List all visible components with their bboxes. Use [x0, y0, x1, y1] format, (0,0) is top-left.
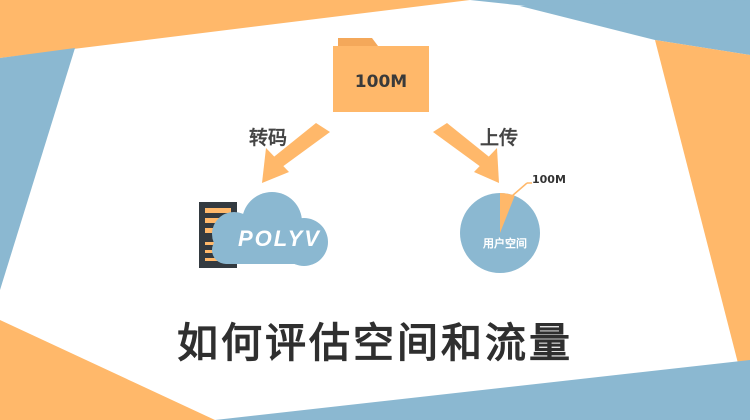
folder-size-label: 100M: [354, 72, 408, 92]
arrow-label-transcode: 转码: [249, 127, 288, 149]
pie-center-label: 用户空间: [483, 237, 527, 250]
arrow-label-upload: 上传: [480, 127, 519, 149]
folder-icon: [333, 38, 429, 112]
bg-blue-top-right-band: [520, 0, 750, 55]
pie-slice-label: 100M: [532, 173, 566, 186]
bg-orange-top-left: [0, 0, 470, 58]
bg-blue-left: [0, 48, 75, 290]
cloud-icon: [212, 192, 328, 266]
page-title: 如何评估空间和流量: [177, 319, 573, 367]
cloud-brand-text: POLYV: [238, 226, 321, 251]
bg-orange-bottom-left: [0, 320, 215, 420]
bg-orange-right: [655, 40, 750, 410]
bg-blue-bottom: [215, 360, 750, 420]
pie-slice: [500, 193, 515, 233]
pie-icon: [460, 182, 540, 273]
arrow-icon-left: [262, 123, 330, 183]
arrow-icon-right: [433, 123, 499, 183]
